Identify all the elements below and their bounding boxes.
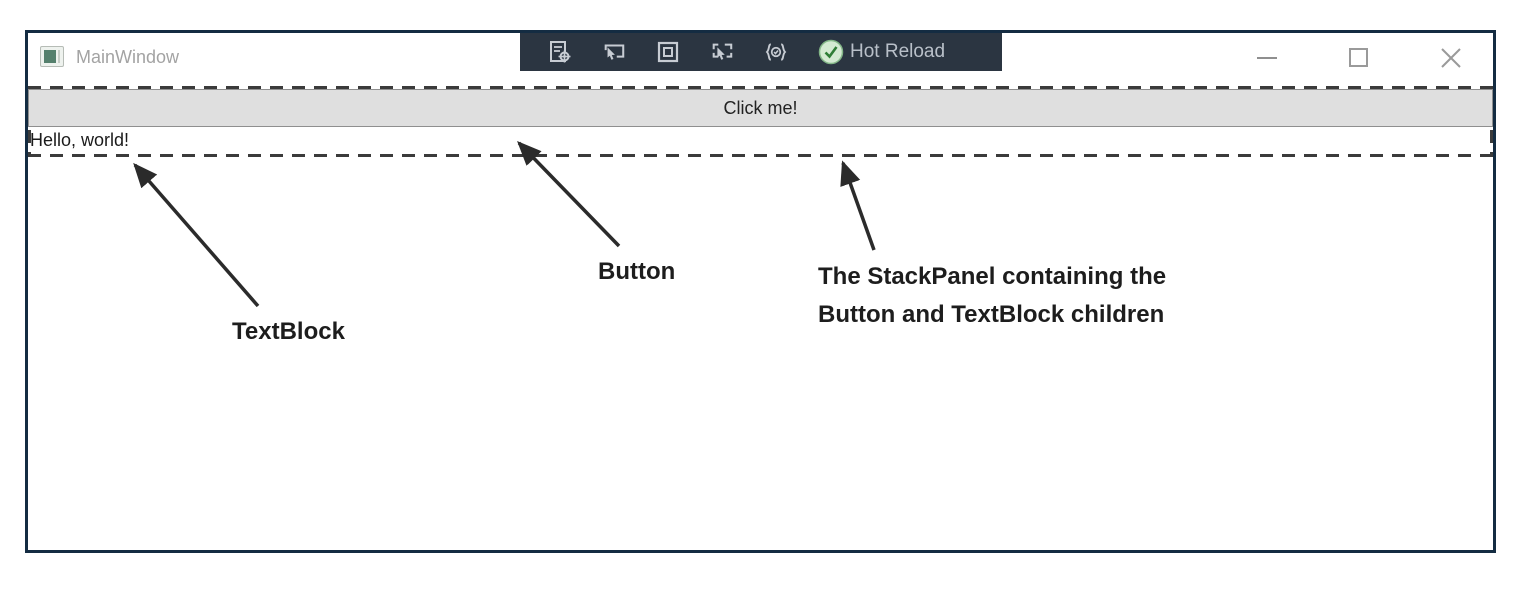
app-icon-bar <box>58 50 60 63</box>
hot-reload-status[interactable]: Hot Reload <box>818 39 945 65</box>
annotation-stackpanel-line2: Button and TextBlock children <box>818 301 1165 328</box>
display-layout-adornments-icon <box>657 41 679 63</box>
display-layout-adornments-button[interactable] <box>656 40 680 64</box>
stackpanel-adornment-bottom <box>28 154 1493 157</box>
annotation-textblock-label: TextBlock <box>232 318 345 345</box>
annotation-stackpanel-label: The StackPanel containing the Button and… <box>818 258 1166 334</box>
window-controls <box>1247 33 1471 83</box>
annotation-button-label: Button <box>598 258 676 285</box>
maximize-button[interactable] <box>1339 38 1379 78</box>
minimize-button[interactable] <box>1247 38 1287 78</box>
hot-reload-settings-button[interactable] <box>764 40 788 64</box>
hot-reload-label: Hot Reload <box>850 41 946 62</box>
main-window: MainWindow <box>25 30 1496 553</box>
click-me-button[interactable]: Click me! <box>28 89 1493 127</box>
hot-reload-settings-icon <box>765 43 787 61</box>
hello-world-textblock: Hello, world! <box>30 130 130 150</box>
live-visual-tree-icon <box>550 41 571 63</box>
hot-reload-status-icon <box>818 39 844 65</box>
enable-selection-button[interactable] <box>602 40 626 64</box>
app-icon <box>40 46 64 67</box>
live-visual-tree-button[interactable] <box>548 40 572 64</box>
enable-selection-icon <box>604 44 625 60</box>
window-title: MainWindow <box>76 47 180 67</box>
annotation-stackpanel-line1: The StackPanel containing the <box>818 263 1167 290</box>
app-icon-pane <box>44 50 56 63</box>
close-icon <box>1441 48 1461 68</box>
debug-toolbar: Hot Reload <box>520 33 1002 71</box>
minimize-icon <box>1257 57 1277 59</box>
track-focused-element-icon <box>712 43 733 60</box>
stackpanel-adornment-top <box>28 86 1493 89</box>
track-focused-element-button[interactable] <box>710 40 734 64</box>
close-button[interactable] <box>1431 38 1471 78</box>
maximize-icon <box>1349 48 1368 67</box>
